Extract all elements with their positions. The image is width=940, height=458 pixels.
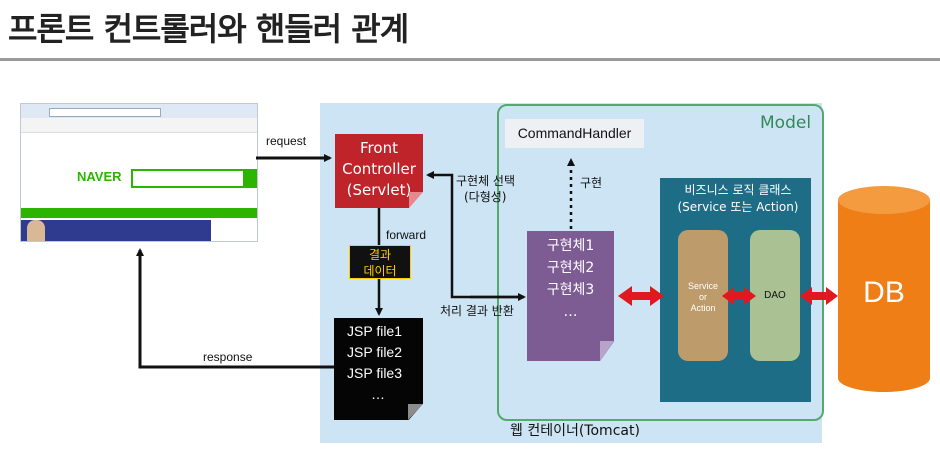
front-controller: Front Controller (Servlet) [335, 134, 423, 208]
select-impl-label: 구현체 선택 [456, 174, 516, 188]
impl-service-arrow [618, 286, 664, 306]
jsp-more: … [371, 386, 385, 402]
implementation-2: 구현체2 [546, 260, 595, 276]
service-line1: Service [687, 281, 718, 291]
implementations: 구현체1 구현체2 구현체3 … [527, 231, 614, 361]
select-impl-arrow [426, 171, 521, 299]
service-line3: Action [690, 303, 716, 313]
browser-address-bar [49, 108, 161, 117]
db-label: DB [863, 276, 905, 309]
business-logic-title: 비즈니스 로직 클래스 (Service 또는 Action) [666, 182, 810, 216]
jsp-file-1: JSP file1 [347, 323, 402, 339]
jsp-file-3: JSP file3 [347, 365, 402, 381]
service-dao-arrow [722, 287, 756, 305]
result-data-box: 결과 데이터 [349, 245, 411, 279]
browser-screenshot: NAVER [20, 103, 258, 242]
business-title: 비즈니스 로직 클래스 [684, 183, 792, 197]
db-cylinder-top [838, 186, 930, 214]
business-subtitle: (Service 또는 Action) [677, 200, 799, 214]
process-return-label: 처리 결과 반환 [440, 304, 514, 318]
double-arrows [618, 286, 838, 306]
jsp-files: JSP file1 JSP file2 JSP file3 … [334, 318, 423, 420]
dao-box: DAO [750, 230, 800, 361]
service-line2: or [698, 292, 707, 302]
title-divider [0, 58, 940, 61]
result-data-line2: 데이터 [363, 264, 397, 278]
browser-banner [21, 220, 211, 241]
model-label: Model [760, 113, 812, 133]
dao-db-arrow [800, 287, 838, 305]
model-box [497, 104, 824, 421]
front-controller-line3: (Servlet) [346, 181, 412, 199]
db-cylinder-bottom [838, 364, 930, 392]
web-container-label: 웹 컨테이너(Tomcat) [510, 423, 640, 439]
implementation-3: 구현체3 [546, 282, 595, 298]
implement-label: 구현 [580, 176, 603, 190]
jsp-file-2: JSP file2 [347, 344, 402, 360]
browser-banner-person [27, 220, 45, 241]
request-label: request [266, 134, 307, 148]
response-label: response [203, 350, 253, 364]
implementation-1: 구현체1 [546, 238, 595, 254]
command-handler: CommandHandler [505, 119, 644, 148]
response-arrow [136, 248, 334, 369]
implementation-more: … [563, 304, 578, 320]
browser-menu-bar [21, 118, 257, 133]
naver-logo: NAVER [77, 169, 122, 184]
forward-label: forward [386, 228, 427, 242]
front-controller-line1: Front [360, 139, 398, 157]
front-controller-line2: Controller [342, 160, 416, 178]
browser-search-button [245, 169, 257, 188]
browser-search-box [131, 169, 245, 188]
polymorphism-label: (다형성) [464, 190, 507, 204]
db-cylinder-body [838, 200, 930, 378]
service-box: Service or Action [678, 230, 728, 361]
browser-nav-strip [21, 208, 257, 218]
page-title: 프론트 컨트롤러와 핸들러 관계 [8, 10, 409, 48]
result-data-line1: 결과 [368, 248, 392, 262]
